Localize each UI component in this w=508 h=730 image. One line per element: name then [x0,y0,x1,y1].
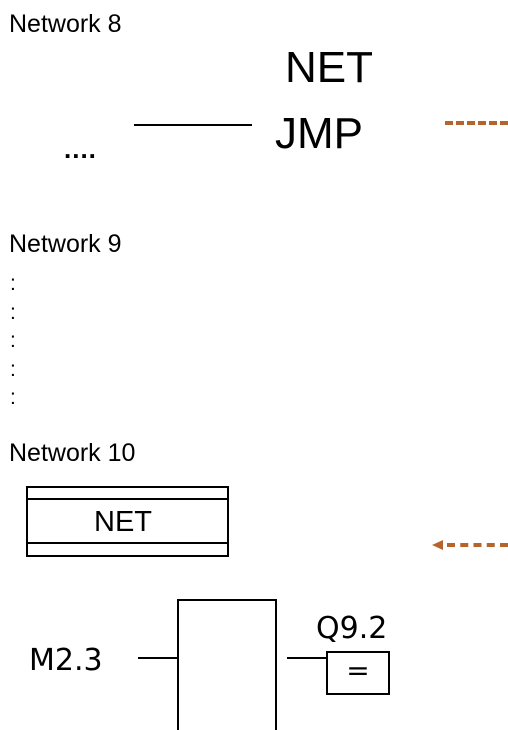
network-8-ellipsis: .... [64,134,97,164]
output-coil: = [326,651,390,695]
network-9-continuation: : : : : : [10,272,16,409]
output-rung-line [287,657,326,659]
network-8-rung-line [134,124,252,126]
coil-symbol: = [346,654,370,687]
network-10-title: Network 10 [9,439,136,467]
jump-instruction-line2: JMP [275,109,363,158]
jump-target-dashed-line [447,543,508,547]
jump-source-dashed-line [445,121,508,125]
logic-box-right-edge [275,599,277,730]
label-box-outer [26,486,229,557]
input-rung-line [138,657,178,659]
logic-box-top-edge [177,599,277,601]
label-box-text: NET [94,506,152,538]
label-box-top-rule [27,498,228,500]
jump-target-arrowhead [432,540,443,550]
logic-box-left-edge [177,599,179,730]
output-address: Q9.2 [316,611,388,646]
input-address: M2.3 [29,643,103,678]
network-8-title: Network 8 [9,10,122,38]
jump-instruction-line1: NET [285,43,373,92]
network-9-title: Network 9 [9,230,122,258]
label-box-bottom-rule [27,542,228,544]
